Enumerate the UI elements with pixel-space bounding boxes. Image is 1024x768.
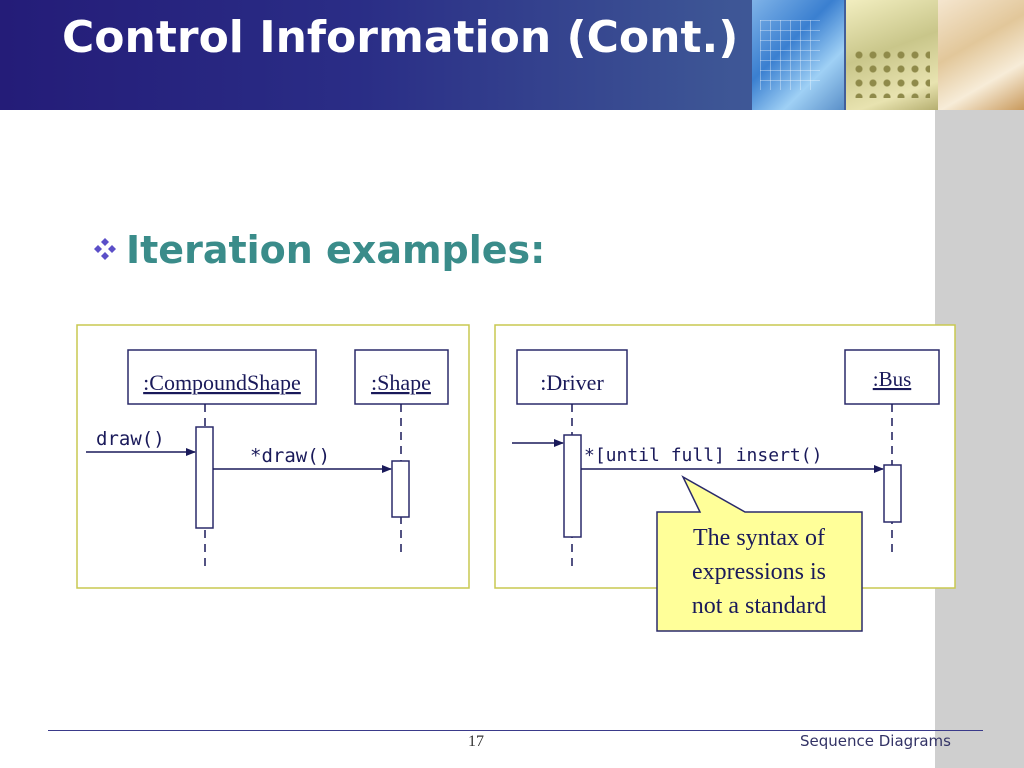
bus-object-box [844,349,940,405]
syntax-note-callout: The syntax of expressions is not a stand… [656,475,863,632]
slide-header: Control Information (Cont.) [0,0,1024,110]
compoundshape-activation-bar [195,426,214,529]
shape-object-box [354,349,449,405]
keys-decoration [852,48,930,98]
right-diagram: :Driver :Bus *[until full] insert() The … [494,324,956,632]
pen-paper-image [938,0,1024,110]
note-line-1: The syntax of [693,525,825,551]
shape-activation-bar [391,460,410,518]
section-heading: Iteration examples: [126,228,546,272]
bus-activation-bar [883,464,902,523]
note-line-3: not a standard [692,593,827,619]
shape-object-label: :Shape [371,370,431,395]
chart-grid-decoration [760,20,820,90]
iteration-draw-label: *draw() [250,445,330,467]
footer-title: Sequence Diagrams [800,732,951,750]
compoundshape-object-label: :CompoundShape [143,370,301,395]
draw-message-label: draw() [96,428,165,450]
note-line-2: expressions is [692,559,826,585]
page-number: 17 [468,733,484,750]
driver-activation-bar [563,434,582,538]
heading-row: Iteration examples: [90,228,545,272]
driver-object-label: :Driver [540,370,604,395]
left-diagram: :CompoundShape :Shape draw() *draw() [76,324,470,589]
insert-message-label: *[until full] insert() [584,445,822,466]
slide-title: Control Information (Cont.) [62,12,739,63]
compoundshape-object-box [127,349,317,405]
footer-divider [48,730,983,731]
bus-object-label: :Bus [873,367,912,391]
clock-image [752,0,844,110]
note-shape [656,475,863,632]
diamond-bullet-icon [94,238,116,260]
